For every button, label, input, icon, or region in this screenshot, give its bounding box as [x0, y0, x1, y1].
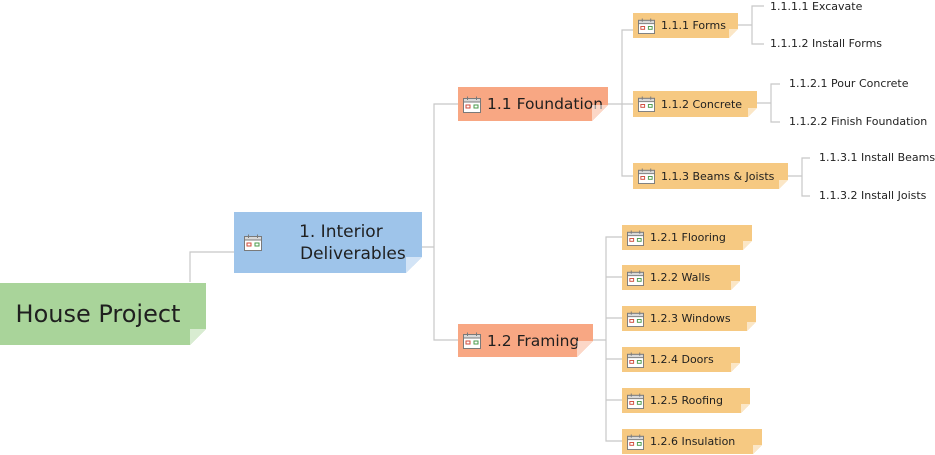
interior-label: 1. Interior Deliverables	[276, 221, 406, 265]
link-root-interior	[189, 251, 234, 282]
insulation-node[interactable]: 1.2.6 Insulation	[622, 429, 762, 454]
beams-joists-node[interactable]: 1.1.3 Beams & Joists	[633, 163, 788, 189]
framing-label: 1.2 Framing	[487, 331, 580, 350]
leaf-excavate[interactable]: 1.1.1.1 Excavate	[770, 0, 863, 13]
root-label: House Project	[15, 300, 181, 328]
leaf-install-joists[interactable]: 1.1.3.2 Install Joists	[819, 189, 927, 202]
interior-label-line1: 1. Interior	[299, 221, 383, 242]
calendar-task-icon	[627, 270, 644, 286]
calendar-task-icon	[638, 18, 655, 34]
forms-label: 1.1.1 Forms	[661, 19, 726, 32]
link-concrete-items	[757, 83, 780, 123]
doors-label: 1.2.4 Doors	[650, 353, 714, 366]
flooring-node[interactable]: 1.2.1 Flooring	[622, 225, 752, 250]
link-foundation-children	[608, 29, 633, 177]
calendar-task-icon	[463, 332, 481, 349]
foundation-node[interactable]: 1.1 Foundation	[458, 87, 608, 121]
interior-deliverables-node[interactable]: 1. Interior Deliverables	[234, 212, 422, 273]
leaf-install-beams[interactable]: 1.1.3.1 Install Beams	[819, 151, 935, 164]
roofing-label: 1.2.5 Roofing	[650, 394, 723, 407]
leaf-install-forms[interactable]: 1.1.1.2 Install Forms	[770, 37, 883, 50]
roofing-node[interactable]: 1.2.5 Roofing	[622, 388, 750, 413]
beams-joists-label: 1.1.3 Beams & Joists	[661, 169, 775, 183]
interior-label-line2: Deliverables	[300, 243, 406, 264]
calendar-task-icon	[244, 234, 262, 251]
flooring-label: 1.2.1 Flooring	[650, 231, 726, 244]
doors-node[interactable]: 1.2.4 Doors	[622, 347, 740, 372]
link-framing-children	[593, 236, 622, 442]
leaf-pour-concrete[interactable]: 1.1.2.1 Pour Concrete	[789, 77, 909, 90]
framing-node[interactable]: 1.2 Framing	[458, 324, 593, 357]
concrete-node[interactable]: 1.1.2 Concrete	[633, 91, 757, 117]
calendar-task-icon	[627, 434, 644, 450]
calendar-task-icon	[638, 96, 655, 112]
calendar-task-icon	[463, 96, 481, 113]
windows-node[interactable]: 1.2.3 Windows	[622, 306, 756, 331]
calendar-task-icon	[627, 311, 644, 327]
calendar-task-icon	[627, 230, 644, 246]
calendar-task-icon	[638, 168, 655, 184]
calendar-task-icon	[627, 393, 644, 409]
concrete-label: 1.1.2 Concrete	[661, 97, 743, 111]
root-node[interactable]: House Project	[0, 283, 206, 345]
walls-node[interactable]: 1.2.2 Walls	[622, 265, 740, 290]
walls-label: 1.2.2 Walls	[650, 271, 711, 284]
foundation-label: 1.1 Foundation	[487, 95, 604, 113]
windows-label: 1.2.3 Windows	[650, 312, 731, 325]
link-forms-items	[738, 5, 764, 45]
leaf-finish-foundation[interactable]: 1.1.2.2 Finish Foundation	[789, 115, 928, 128]
calendar-task-icon	[627, 352, 644, 368]
forms-node[interactable]: 1.1.1 Forms	[633, 13, 738, 38]
link-interior-children	[422, 103, 458, 341]
link-beams-items	[788, 157, 810, 197]
insulation-label: 1.2.6 Insulation	[650, 435, 736, 448]
